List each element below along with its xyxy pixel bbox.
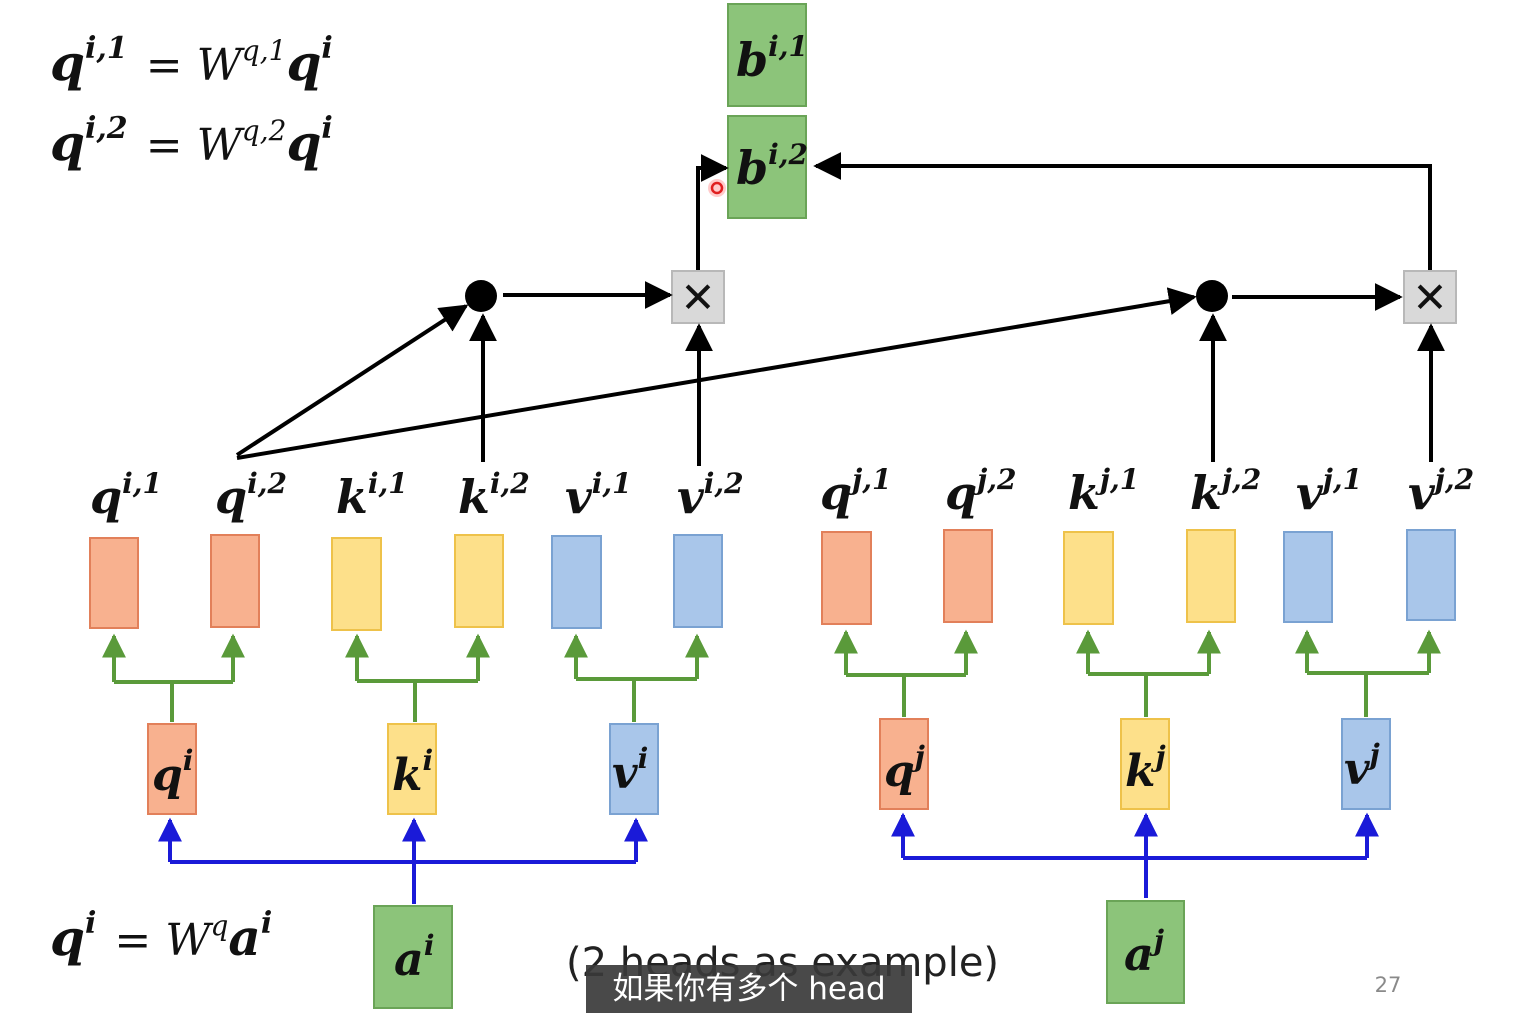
svg-text:vi: vi: [612, 742, 648, 799]
split-connectors: [102, 629, 1441, 722]
label-q-j2: qj,2: [945, 463, 1017, 520]
label-q-i1: qi,1: [90, 467, 162, 524]
arrow-mult1-to-b-i2: [696, 154, 729, 270]
svg-text:✕: ✕: [680, 273, 715, 322]
label-v-j2: vj,2: [1408, 463, 1474, 520]
label-k-j2: kj,2: [1190, 463, 1261, 520]
projection-a-i: [170, 860, 636, 904]
label-q-j1: qj,1: [820, 463, 892, 520]
svg-text:qi,2=Wq,2qi: qi,2=Wq,2qi: [50, 111, 333, 172]
label-v-i1: vi,1: [565, 467, 632, 524]
dot-product-node-2: [1196, 280, 1228, 312]
svg-text:✕: ✕: [1412, 273, 1447, 322]
label-k-i2: ki,2: [458, 467, 530, 524]
arrow-q-i2-to-dot2: [236, 287, 1197, 460]
svg-text:aj: aj: [1124, 924, 1164, 981]
svg-text:ai: ai: [394, 929, 434, 986]
svg-text:qi,1=Wq,1qi: qi,1=Wq,1qi: [50, 31, 333, 92]
vector-q-i1: [89, 537, 139, 629]
arrow-q-i2-to-dot1: [235, 304, 469, 457]
multiply-node-2: ✕: [1403, 270, 1457, 324]
vector-v-j1: [1283, 531, 1333, 623]
formula-q-i2: qi,2=Wq,2qi: [50, 111, 333, 172]
vector-k-i: ki: [387, 723, 437, 815]
svg-text:kj: kj: [1125, 740, 1166, 797]
label-k-j1: kj,1: [1068, 463, 1139, 520]
svg-text:ki: ki: [392, 744, 433, 801]
cursor-indicator: [708, 179, 726, 197]
vector-v-j: vj: [1341, 718, 1391, 810]
dot-product-node-1: [465, 280, 497, 312]
split-k-i: [357, 679, 478, 722]
vector-k-j2: [1186, 529, 1236, 623]
multiply-node-1: ✕: [671, 270, 725, 324]
svg-text:qi: qi: [152, 744, 193, 801]
split-v-j: [1307, 671, 1429, 717]
split-q-i: [112, 638, 235, 722]
formula-q-i1: qi,1=Wq,1qi: [50, 31, 333, 92]
arrow-mult2-to-b-i2: [813, 152, 1432, 270]
vector-k-j: kj: [1120, 718, 1170, 810]
svg-text:qi=Wqai: qi=Wqai: [50, 906, 272, 967]
head-vectors: [89, 529, 1456, 631]
vector-k-i1: [331, 537, 382, 631]
svg-text:qj: qj: [884, 740, 925, 797]
svg-text:vj: vj: [1344, 738, 1380, 795]
svg-text:bi,2: bi,2: [736, 138, 808, 195]
svg-text:bi,1: bi,1: [736, 30, 808, 87]
vector-k-i2: [454, 534, 504, 628]
formula-q-i: qi=Wqai: [50, 906, 272, 967]
head-labels: qi,1 qi,2 ki,1 ki,2 vi,1 vi,2 qj,1 qj,2 …: [90, 463, 1474, 524]
mid-vectors: qi ki vi qj kj vj: [147, 718, 1391, 815]
vector-q-i2: [210, 534, 260, 628]
projection-a-j: [903, 856, 1367, 898]
label-k-i1: ki,1: [336, 467, 408, 524]
split-k-j: [1088, 672, 1209, 717]
vector-v-i2: [673, 534, 723, 628]
vector-q-j: qj: [879, 718, 929, 810]
vector-v-i: vi: [609, 723, 659, 815]
vector-k-j1: [1063, 531, 1114, 625]
input-box-a-j: aj: [1106, 900, 1185, 1004]
vector-q-j1: [821, 531, 872, 625]
output-box-b-i2: bi,2: [727, 115, 808, 219]
label-q-i2: qi,2: [215, 467, 287, 524]
vector-v-j2: [1406, 529, 1456, 621]
page-number: 27: [1375, 973, 1402, 997]
subtitle-overlay: 如果你有多个 head: [586, 965, 912, 1013]
split-q-j: [846, 673, 966, 717]
attention-arrows: [235, 152, 1445, 466]
vector-q-j2: [943, 529, 993, 623]
input-box-a-i: ai: [373, 905, 453, 1009]
vector-q-i: qi: [147, 723, 197, 815]
split-v-i: [576, 677, 697, 722]
output-box-b-i1: bi,1: [727, 3, 808, 107]
label-v-j1: vj,1: [1296, 463, 1362, 520]
vector-v-i1: [551, 535, 602, 629]
projection-connectors: [158, 812, 1379, 904]
label-v-i2: vi,2: [677, 467, 744, 524]
svg-text:如果你有多个 head: 如果你有多个 head: [612, 971, 885, 1007]
